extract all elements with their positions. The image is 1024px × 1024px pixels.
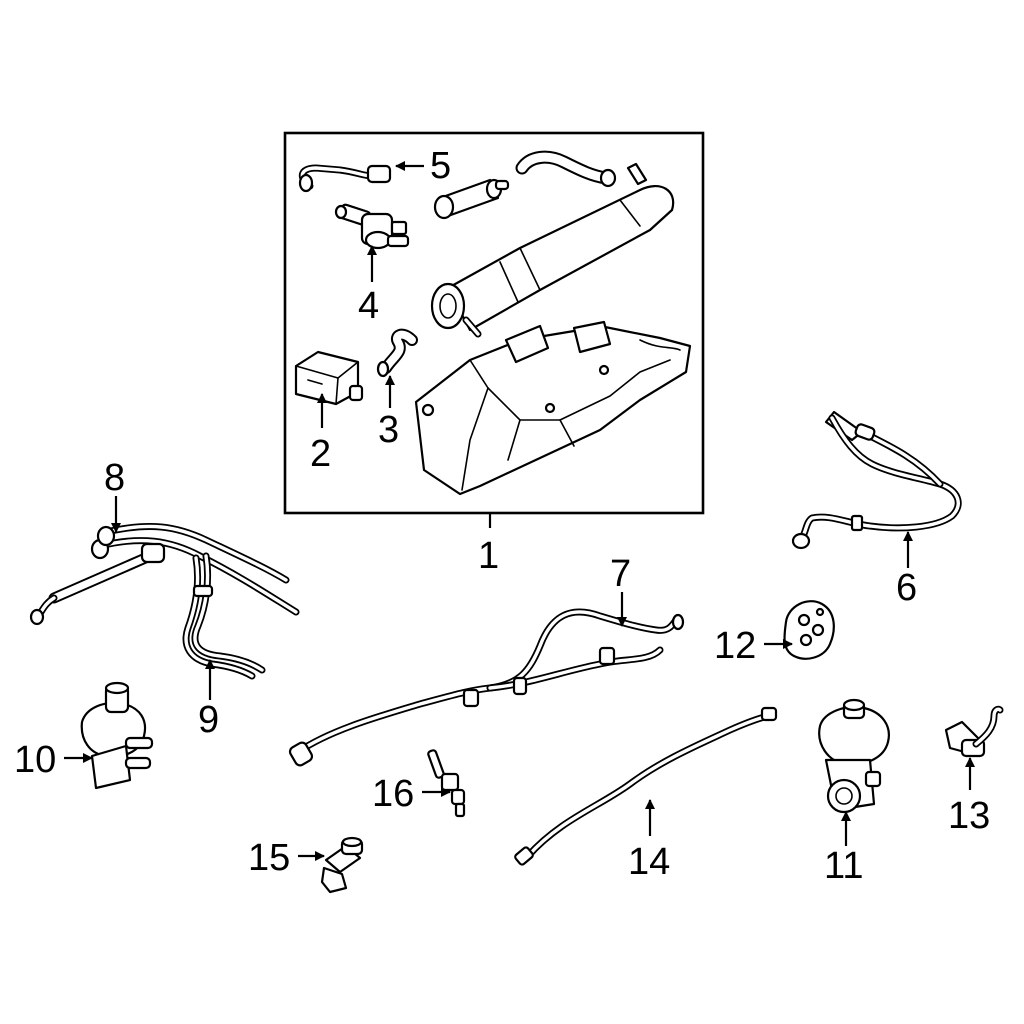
part-4-purge-valve[interactable] — [334, 203, 410, 250]
part-15-fitting[interactable] — [320, 836, 364, 894]
part-13-sensor[interactable] — [944, 705, 1004, 758]
canister-housing[interactable] — [414, 320, 692, 496]
part-9-fuel-tubes[interactable] — [182, 552, 266, 680]
charcoal-canister[interactable] — [430, 162, 675, 338]
part-3-elbow-hose[interactable] — [376, 328, 418, 378]
callout-5: 5 — [430, 145, 451, 187]
callout-4: 4 — [358, 285, 379, 327]
assembly-frame — [283, 131, 705, 515]
callout-11: 11 — [824, 845, 863, 887]
callout-3: 3 — [378, 409, 399, 451]
part-11-egr-valve[interactable] — [818, 698, 890, 814]
callout-10: 10 — [14, 739, 56, 781]
part-16-sensor-probe[interactable] — [427, 749, 466, 818]
part-12-gasket[interactable] — [783, 600, 835, 660]
callout-14: 14 — [628, 841, 670, 883]
part-2-sensor-module[interactable] — [294, 350, 364, 406]
part-10-egr-regulator[interactable] — [80, 681, 154, 790]
leader-arrows — [64, 161, 975, 861]
callout-13: 13 — [948, 795, 990, 837]
callout-8: 8 — [104, 457, 125, 499]
callout-1: 1 — [478, 535, 499, 577]
callouts: 1 2 3 4 5 6 7 8 9 10 11 12 13 14 15 16 — [14, 145, 990, 887]
callout-15: 15 — [248, 837, 290, 879]
canister-vent-connector — [433, 178, 510, 220]
canister-hose — [515, 150, 617, 188]
callout-9: 9 — [198, 699, 219, 741]
callout-7: 7 — [610, 553, 631, 595]
callout-16: 16 — [372, 773, 414, 815]
callout-12: 12 — [714, 625, 756, 667]
callout-2: 2 — [310, 433, 331, 475]
part-6-vapor-hose[interactable] — [791, 410, 962, 550]
callout-6: 6 — [896, 567, 917, 609]
part-8-fuel-tubes[interactable] — [29, 522, 300, 626]
part-7-vapor-line[interactable] — [288, 608, 685, 767]
part-5-vapor-hose[interactable] — [298, 164, 392, 193]
part-14-hose[interactable] — [514, 706, 778, 866]
